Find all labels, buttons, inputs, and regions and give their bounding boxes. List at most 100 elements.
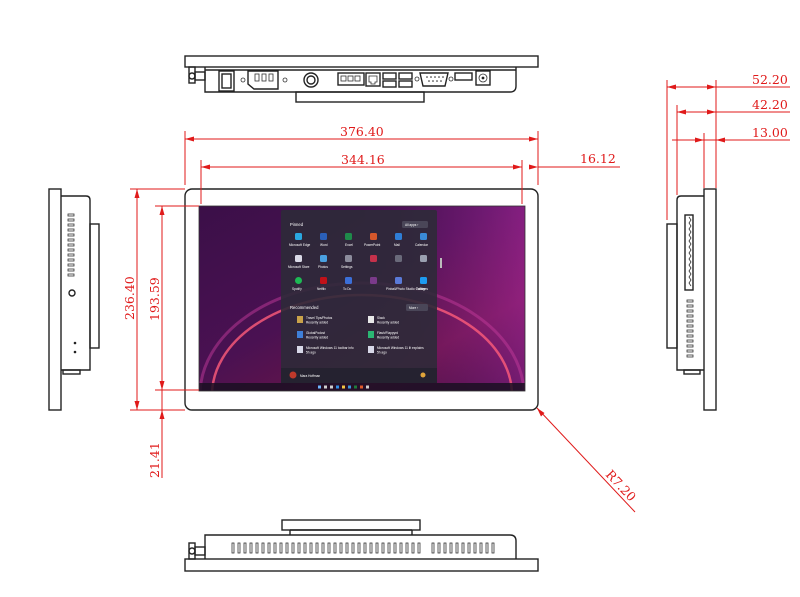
app-icon[interactable] <box>370 277 377 284</box>
list-item[interactable]: Travel Tips/Photos <box>306 316 333 320</box>
top-view <box>184 55 539 103</box>
app-label: Microsoft Edge <box>289 243 310 247</box>
app-label: PowerPoint <box>364 243 380 247</box>
taskbar-icons <box>318 385 369 389</box>
lan-port <box>365 72 381 87</box>
right-vent-slots <box>686 299 694 358</box>
left-vent-slots <box>67 213 75 277</box>
app-label: Microsoft Store <box>288 265 310 269</box>
power-switch <box>218 70 235 92</box>
app-label: Mail <box>394 243 400 247</box>
app-label: Excel <box>345 243 353 247</box>
front-view: Pinned All apps › Microsoft Edge Word Ex… <box>184 188 539 411</box>
app-icon[interactable] <box>395 233 402 240</box>
right-side-body <box>676 195 704 371</box>
list-item-sub: Recently added <box>306 336 328 340</box>
serial-port <box>419 72 449 87</box>
bottom-view-housing <box>204 534 517 559</box>
front-bezel <box>184 188 539 411</box>
terminal-block <box>337 72 365 86</box>
screen: Pinned All apps › Microsoft Edge Word Ex… <box>199 206 525 391</box>
app-label: Photos <box>318 265 328 269</box>
dim-bezel-side: 16.12 <box>580 151 616 166</box>
start-menu: Pinned All apps › Microsoft Edge Word Ex… <box>281 210 437 383</box>
app-icon[interactable] <box>295 277 302 284</box>
app-label: Word <box>320 243 328 247</box>
list-item-sub: Recently added <box>306 321 328 325</box>
file-icon <box>368 331 374 338</box>
pinned-row-1: Microsoft Edge Word Excel PowerPoint Mai… <box>289 233 429 247</box>
app-label: Spotify <box>292 287 302 291</box>
bottom-view-mount <box>281 519 421 531</box>
dim-screen-width: 344.16 <box>341 152 385 167</box>
app-icon[interactable] <box>420 277 427 284</box>
list-item-sub: Recently added <box>377 336 399 340</box>
avatar[interactable] <box>289 371 297 379</box>
dc-connector <box>303 72 319 88</box>
app-icon[interactable] <box>295 233 302 240</box>
file-icon <box>297 331 303 338</box>
file-icon <box>368 316 374 323</box>
bottom-view <box>184 519 539 572</box>
list-item-sub: Recently added <box>377 321 399 325</box>
screen-edge <box>198 205 526 392</box>
list-item[interactable]: Flash/Flappyrd <box>377 331 398 335</box>
right-side-mount <box>666 223 678 349</box>
file-icon <box>297 346 303 353</box>
dim-overall-height: 236.40 <box>122 276 137 320</box>
scroll-indicator <box>440 258 442 268</box>
app-icon[interactable] <box>370 233 377 240</box>
list-item[interactable]: Microsoft Windows 11 toolbar info <box>306 346 354 350</box>
dim-side-depth-panel: 13.00 <box>752 125 788 140</box>
right-side-view <box>666 188 717 411</box>
dim-overall-width: 376.40 <box>340 124 384 139</box>
dim-side-depth-total: 52.20 <box>752 72 788 87</box>
app-icon[interactable] <box>395 277 402 284</box>
list-item[interactable]: GlobalPodcst <box>306 331 325 335</box>
left-side-mount <box>89 223 100 349</box>
bottom-view-frame <box>184 558 539 572</box>
top-view-io-housing <box>204 67 517 93</box>
all-apps-button[interactable]: All apps › <box>405 223 418 227</box>
app-icon[interactable] <box>370 255 377 262</box>
app-icon[interactable] <box>320 233 327 240</box>
list-item[interactable]: Slack <box>377 316 385 320</box>
app-label: Netflix <box>317 287 326 291</box>
app-icon[interactable] <box>420 255 427 262</box>
list-item-sub: 5h ago <box>377 351 387 355</box>
app-icon[interactable] <box>320 255 327 262</box>
left-side-view <box>48 188 100 411</box>
dimension-lines: 376.40 344.16 16.12 236.40 193.59 21.41 <box>122 72 790 513</box>
list-item[interactable]: Microsoft Windows 11 lit explains <box>377 346 424 350</box>
recommended-list: Travel Tips/Photos Recently added Slack … <box>297 316 424 355</box>
app-label: Calendar <box>415 243 429 247</box>
app-icon[interactable] <box>345 255 352 262</box>
app-icon[interactable] <box>395 255 402 262</box>
app-icon[interactable] <box>420 233 427 240</box>
app-label: Twitter <box>416 287 426 291</box>
file-icon <box>368 346 374 353</box>
file-icon <box>297 316 303 323</box>
user-name[interactable]: Mara Hoffman <box>300 374 320 378</box>
dim-corner-radius: R7.20 <box>603 467 639 505</box>
top-view-frame <box>184 55 539 68</box>
screw-icon <box>68 289 76 297</box>
recommended-label: Recommended <box>290 305 319 310</box>
app-label: Pinball/Photo Studio Collages <box>386 287 428 291</box>
pinned-label: Pinned <box>290 222 304 227</box>
app-icon[interactable] <box>345 233 352 240</box>
card-slot <box>684 214 694 291</box>
pinned-row-2: Microsoft Store Photos Settings <box>288 255 427 269</box>
right-side-front <box>703 188 717 411</box>
pinned-row-3: Spotify Netflix To Do Pinball/Photo Stud… <box>292 277 428 291</box>
left-side-front <box>48 188 62 411</box>
top-view-mount <box>295 91 425 103</box>
app-icon[interactable] <box>345 277 352 284</box>
app-label: To Do <box>343 287 352 291</box>
more-button[interactable]: More › <box>409 306 418 310</box>
power-icon[interactable] <box>420 372 426 378</box>
app-label: Settings <box>341 265 353 269</box>
app-icon[interactable] <box>295 255 302 262</box>
app-icon[interactable] <box>320 277 327 284</box>
